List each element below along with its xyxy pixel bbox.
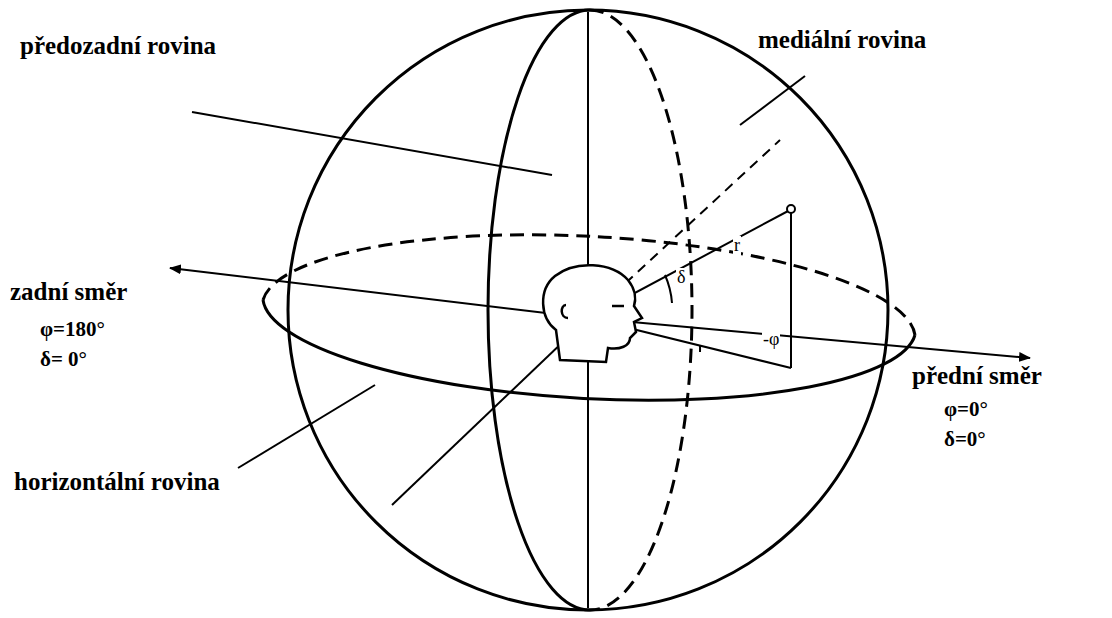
leader-line — [740, 76, 805, 125]
plane-label: mediální rovina — [758, 26, 926, 54]
symbol-label: r — [733, 236, 741, 256]
sphere-outline — [288, 10, 888, 610]
delta-arc — [665, 275, 672, 303]
symbol-label: δ — [676, 268, 686, 288]
plane-label: horizontální rovina — [14, 468, 220, 496]
point-marker — [787, 205, 795, 213]
angle-value: δ=0° — [944, 428, 986, 451]
front-direction-arrow — [588, 318, 1030, 358]
symbol-label: -φ — [762, 330, 780, 350]
angle-value: δ= 0° — [40, 348, 87, 371]
plane-label: předozadní rovina — [20, 32, 216, 60]
leader-line — [192, 112, 552, 175]
head-figure — [543, 265, 642, 362]
direction-label: zadní směr — [10, 278, 127, 306]
direction-label: přední směr — [912, 362, 1042, 390]
leader-line — [238, 385, 375, 468]
angle-value: φ=0° — [944, 398, 988, 421]
phi-arc — [699, 345, 701, 352]
projection-line — [790, 213, 792, 368]
angle-value: φ=180° — [40, 318, 105, 341]
back-direction-arrow — [170, 268, 588, 318]
